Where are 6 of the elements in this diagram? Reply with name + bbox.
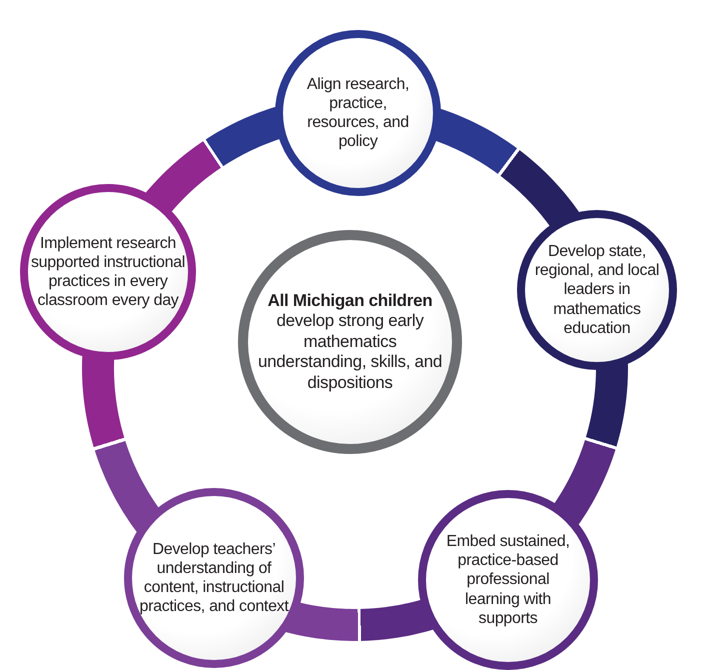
strategy-text: Embed sustained, practice-based professional learning with supports [445, 532, 571, 628]
strategy-text: Develop teachers’ understanding of content, instructional practices, and context [138, 540, 290, 616]
strategy-text: Align research, practice, resources, and policy [306, 74, 410, 152]
strategy-text: Develop state, regional, and local leaders in mathematics education [534, 242, 660, 338]
goal-text: All Michigan children develop strong early mathematics understanding, skills, and dispositions [256, 291, 444, 393]
strategy-text: Implement research supported instructional practices in every classroom every day [30, 234, 186, 310]
